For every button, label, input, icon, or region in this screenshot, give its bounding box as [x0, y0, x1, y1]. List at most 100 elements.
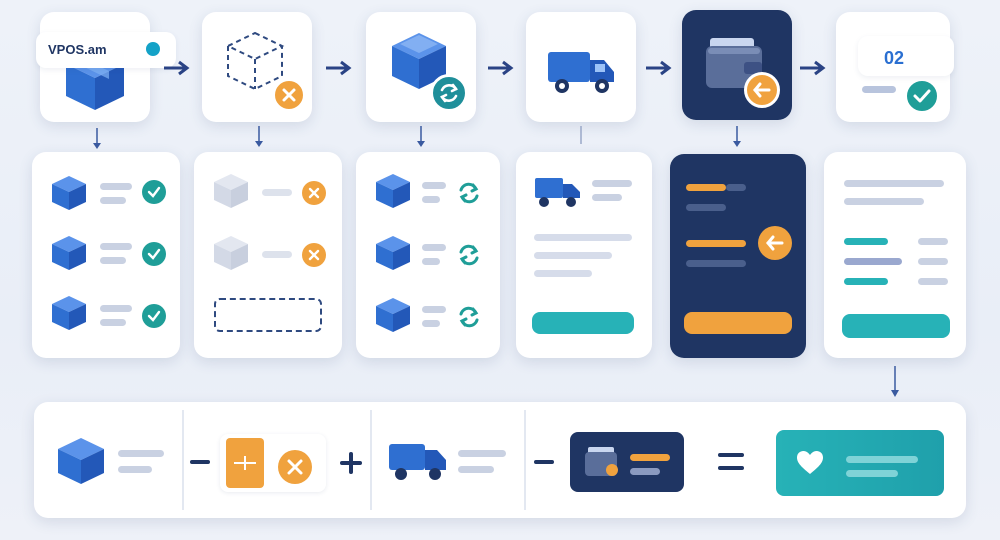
item-line [100, 197, 126, 204]
item-line [262, 251, 292, 258]
empty-slot [214, 298, 322, 332]
item-line [262, 189, 292, 196]
exchange-badge-icon [430, 74, 468, 112]
detail-line [592, 180, 632, 187]
exchange-icon [459, 306, 479, 328]
step-card-cancel[interactable] [202, 12, 312, 122]
step-badge-pill [858, 36, 954, 76]
eq-divider [370, 410, 372, 510]
item-line [100, 257, 126, 264]
box-icon [392, 33, 446, 89]
arrow-down-icon [255, 126, 263, 147]
arrow-right-icon [164, 60, 190, 76]
check-icon [142, 180, 166, 204]
eq-line [630, 468, 660, 475]
x-icon [302, 181, 326, 205]
eq-line [846, 470, 898, 477]
detail-line [592, 194, 622, 201]
arrow-right-icon [646, 60, 672, 76]
dashed-box-icon [225, 31, 285, 91]
arrow-right-icon [326, 60, 352, 76]
shipping-action-button[interactable] [532, 312, 634, 334]
summary-action-button[interactable] [842, 314, 950, 338]
panel-shipping-details [516, 152, 652, 358]
box-icon [58, 438, 104, 484]
eq-divider [524, 410, 526, 510]
summary-line [918, 258, 948, 265]
x-icon [278, 450, 312, 484]
item-line [100, 183, 132, 190]
refund-arrow-badge-icon [744, 72, 780, 108]
item-line [100, 243, 132, 250]
logo-dot [146, 42, 160, 56]
box-icon [52, 236, 86, 270]
summary-line [918, 238, 948, 245]
panel-complete-items [32, 152, 180, 358]
minus-operator [190, 460, 210, 464]
done-check-icon [904, 78, 940, 114]
panel-summary [824, 152, 966, 358]
arrow-down-icon [417, 126, 425, 147]
truck-icon [535, 178, 580, 207]
item-line [422, 320, 440, 327]
box-icon [376, 298, 410, 332]
panel-cancelled-items [194, 152, 342, 358]
eq-line [458, 450, 506, 457]
item-line [100, 305, 132, 312]
box-icon [376, 174, 410, 208]
item-line [422, 196, 440, 203]
logo-text: VPOS.am [48, 42, 107, 57]
eq-line [458, 466, 494, 473]
arrow-down-icon [891, 366, 899, 397]
faded-box-icon [214, 236, 248, 270]
detail-line [534, 270, 592, 277]
item-line [100, 319, 126, 326]
arrow-right-icon [488, 60, 514, 76]
detail-line [534, 252, 612, 259]
arrow-right-icon [800, 60, 826, 76]
panel-refund-details [670, 154, 806, 358]
arrow-down-icon [93, 128, 101, 149]
eq-line [118, 466, 152, 473]
plus-operator [340, 452, 362, 474]
item-line [422, 306, 446, 313]
refund-line [726, 184, 746, 191]
check-icon [142, 242, 166, 266]
box-icon [376, 236, 410, 270]
x-icon [302, 243, 326, 267]
eq-line [118, 450, 164, 457]
summary-line [844, 180, 944, 187]
exchange-icon [459, 182, 479, 204]
equals-operator [718, 453, 744, 457]
doc-line [862, 86, 896, 93]
eq-line [846, 456, 918, 463]
step-card-refund[interactable] [682, 10, 792, 120]
cancel-badge-icon [272, 78, 306, 112]
summary-line [844, 258, 902, 265]
panel-exchange-items [356, 152, 500, 358]
step-card-shipping[interactable] [526, 12, 636, 122]
item-line [422, 258, 440, 265]
detail-line [534, 234, 632, 241]
step-card-exchange[interactable] [366, 12, 476, 122]
refund-line [686, 260, 746, 267]
box-icon [52, 176, 86, 210]
refund-action-button[interactable] [684, 312, 792, 334]
summary-line [844, 238, 888, 245]
eq-result [776, 430, 944, 496]
eq-term-refund [570, 432, 684, 492]
refund-arrow-icon [758, 226, 792, 260]
arrow-down-icon [733, 126, 741, 147]
wallet-icon [585, 447, 618, 476]
item-line [422, 182, 446, 189]
exchange-icon [459, 244, 479, 266]
summary-line [844, 278, 888, 285]
arrow-down-icon [580, 126, 582, 144]
summary-line [918, 278, 948, 285]
summary-line [844, 198, 924, 205]
faded-box-icon [214, 174, 248, 208]
eq-divider [182, 410, 184, 510]
document-icon [226, 438, 264, 488]
truck-icon [389, 444, 446, 480]
refund-line [686, 204, 726, 211]
